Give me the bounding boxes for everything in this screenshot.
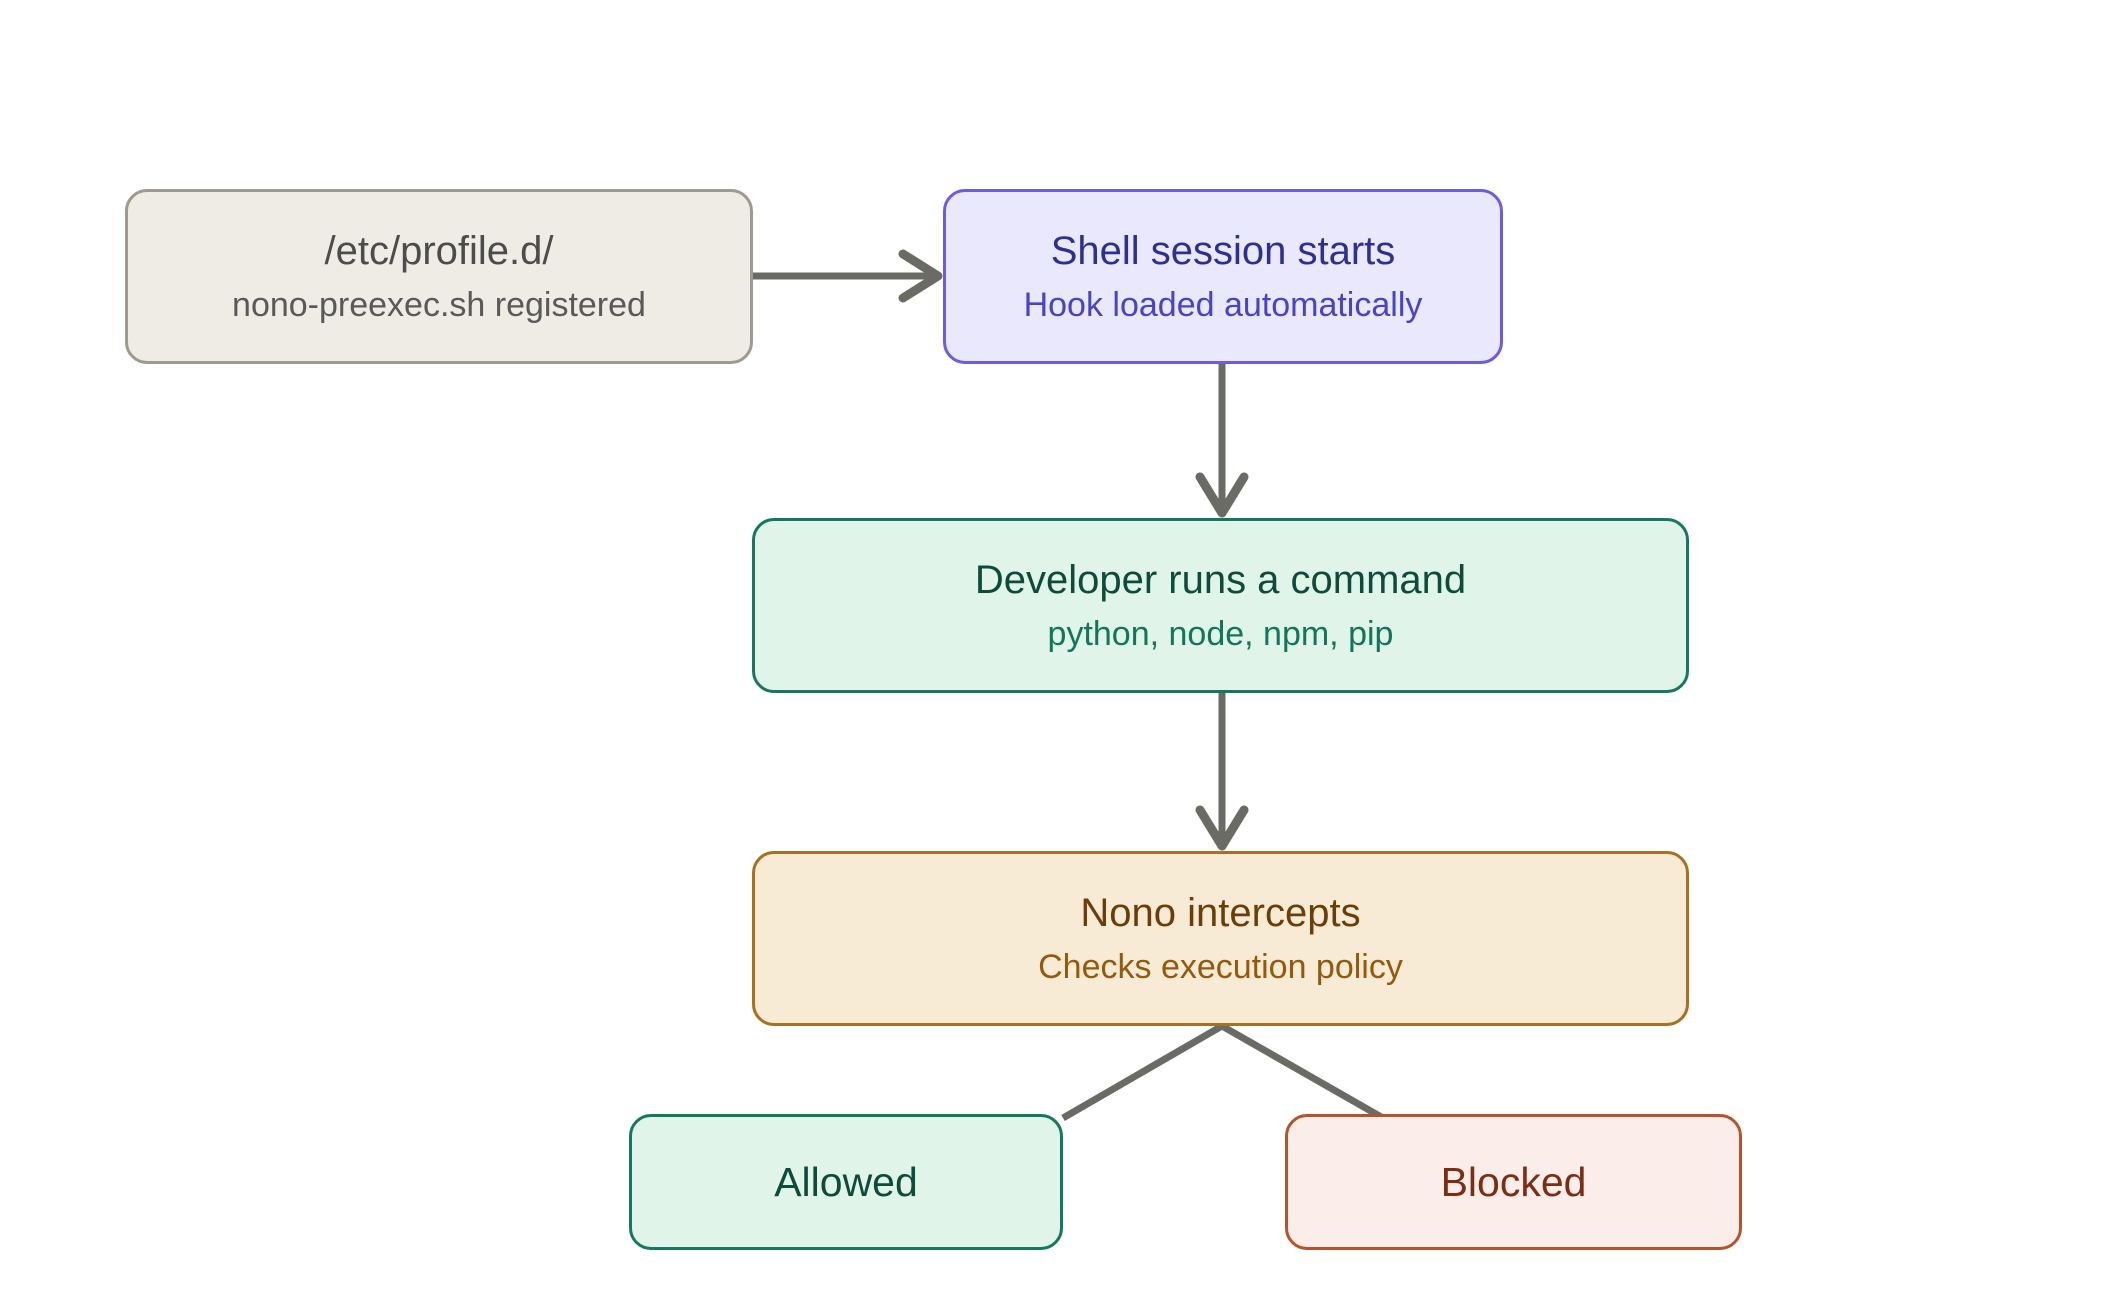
node-shell-session-subtitle: Hook loaded automatically (1023, 286, 1423, 325)
node-developer-command[interactable]: Developer runs a command python, node, n… (752, 518, 1689, 693)
edge-developer-to-nono-arrowhead (1195, 805, 1249, 851)
node-allowed[interactable]: Allowed (629, 1114, 1063, 1250)
node-developer-command-subtitle: python, node, npm, pip (1047, 615, 1394, 654)
edge-shell-to-developer-arrowhead (1195, 472, 1249, 518)
node-shell-session[interactable]: Shell session starts Hook loaded automat… (943, 189, 1503, 364)
node-blocked[interactable]: Blocked (1285, 1114, 1742, 1250)
node-profile-d-subtitle: nono-preexec.sh registered (232, 286, 646, 325)
node-nono-intercepts-title: Nono intercepts (1080, 890, 1361, 935)
node-nono-intercepts-subtitle: Checks execution policy (1038, 948, 1403, 987)
node-profile-d-title: /etc/profile.d/ (324, 228, 554, 273)
node-shell-session-title: Shell session starts (1050, 228, 1396, 273)
node-developer-command-title: Developer runs a command (974, 557, 1467, 602)
node-nono-intercepts[interactable]: Nono intercepts Checks execution policy (752, 851, 1689, 1026)
edge-profile-to-shell-arrowhead (898, 249, 943, 303)
node-profile-d[interactable]: /etc/profile.d/ nono-preexec.sh register… (125, 189, 753, 364)
node-allowed-title: Allowed (774, 1158, 918, 1205)
node-blocked-title: Blocked (1440, 1158, 1587, 1205)
edge-nono-to-blocked (1220, 1022, 1385, 1122)
edge-nono-to-allowed (1061, 1022, 1224, 1122)
